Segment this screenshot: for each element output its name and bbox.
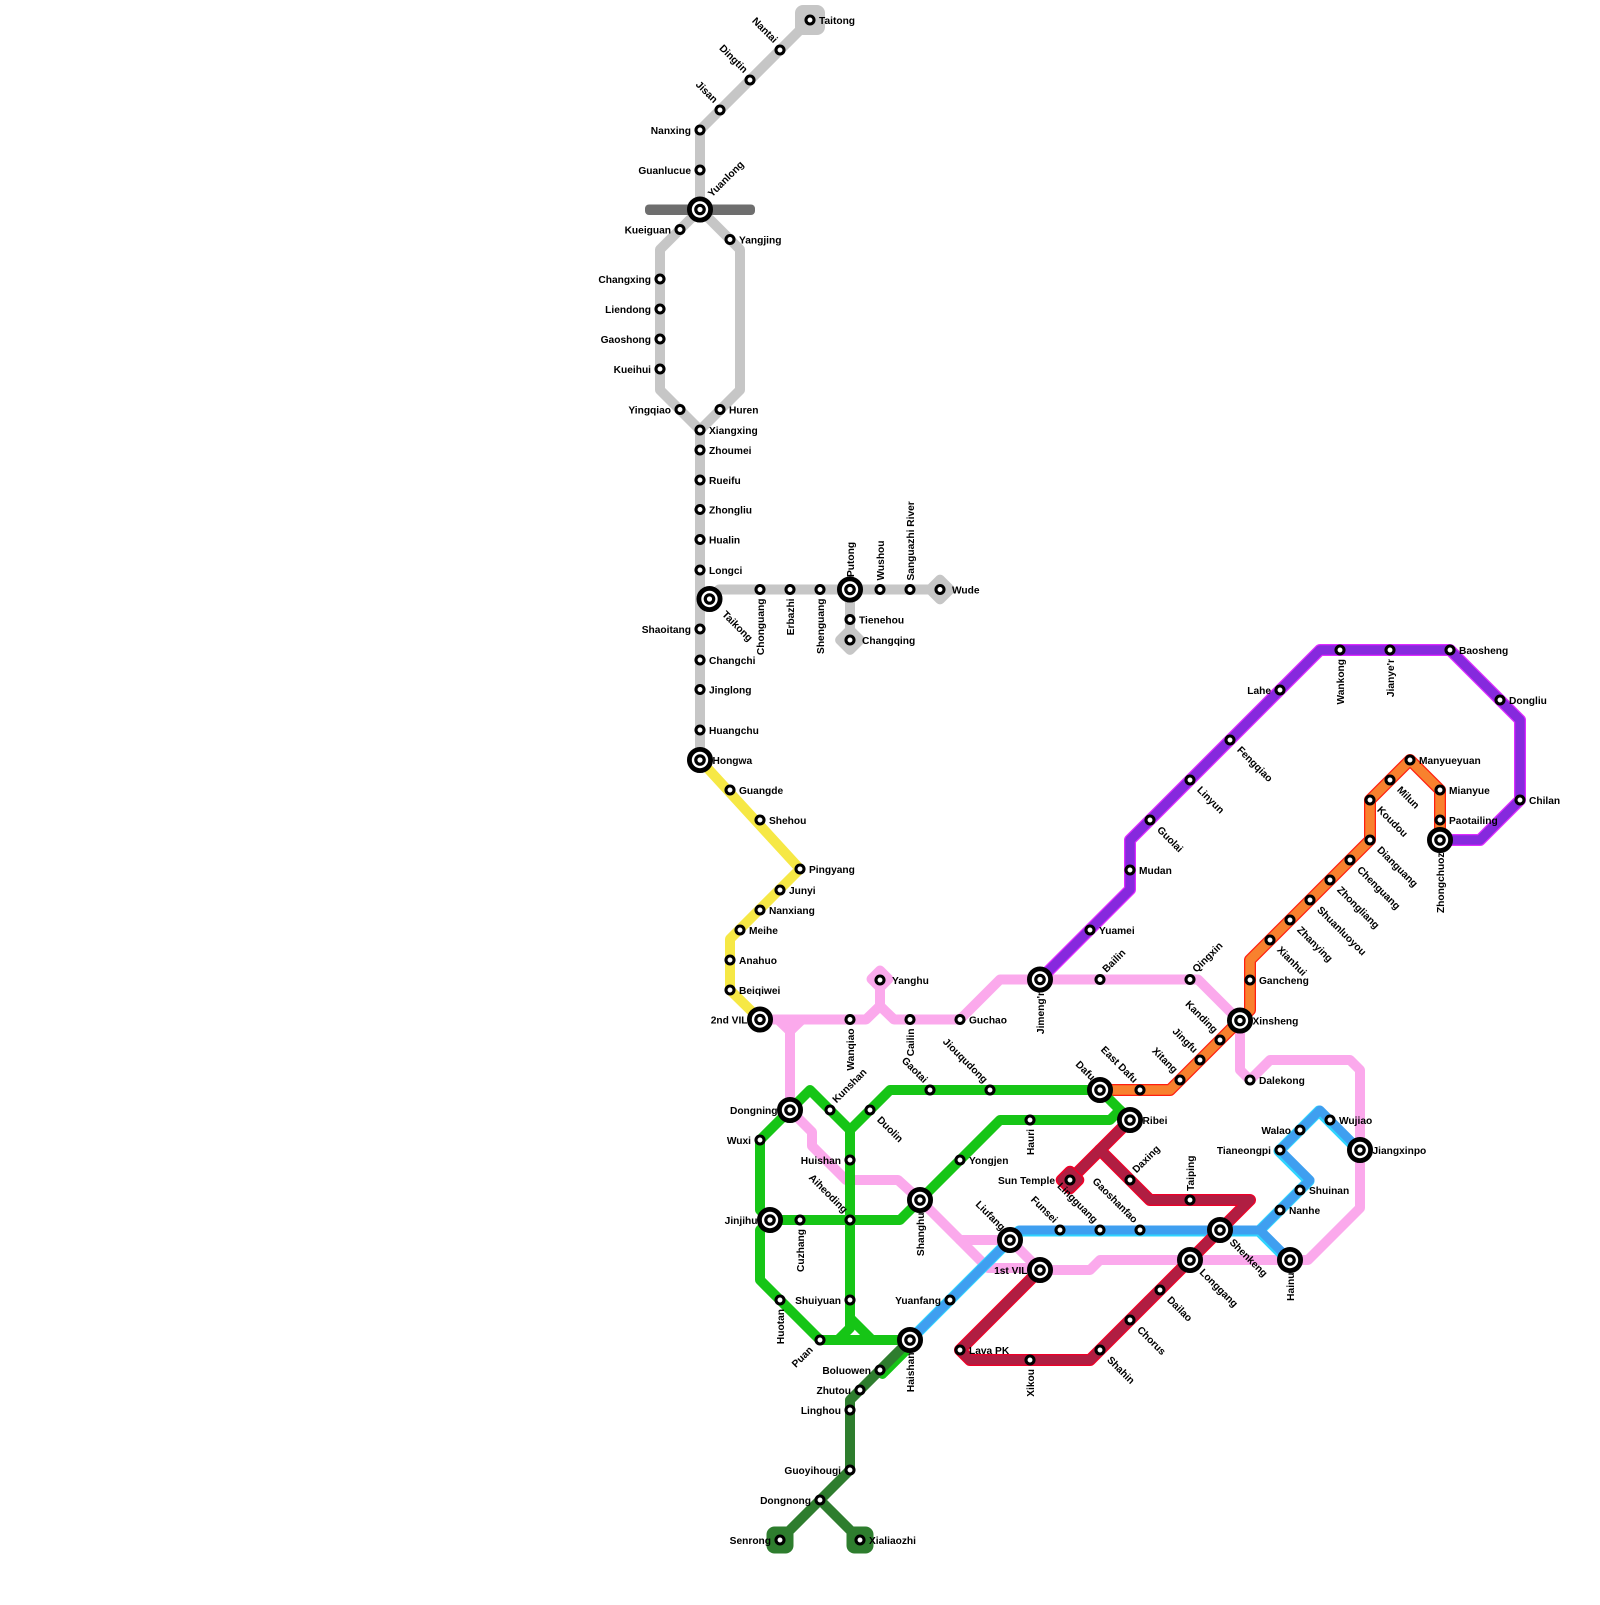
- svg-text:Junyi: Junyi: [789, 886, 816, 897]
- svg-text:Nanxiang: Nanxiang: [769, 906, 815, 917]
- svg-text:Mudan: Mudan: [1139, 866, 1172, 877]
- svg-text:Meihe: Meihe: [749, 926, 778, 937]
- svg-text:Xiangxing: Xiangxing: [709, 426, 758, 437]
- svg-text:Changqing: Changqing: [862, 636, 915, 647]
- svg-text:Tienehou: Tienehou: [859, 616, 904, 627]
- svg-text:Linghou: Linghou: [801, 1406, 841, 1417]
- svg-text:Manyueyuan: Manyueyuan: [1419, 756, 1481, 767]
- svg-text:Zhongliu: Zhongliu: [709, 506, 752, 517]
- svg-text:Changxing: Changxing: [598, 275, 651, 286]
- svg-text:Yuanfang: Yuanfang: [895, 1296, 941, 1307]
- svg-text:Zhoumei: Zhoumei: [709, 446, 752, 457]
- svg-text:Yongjen: Yongjen: [969, 1156, 1008, 1167]
- svg-text:Guchao: Guchao: [969, 1016, 1007, 1027]
- svg-text:Huren: Huren: [729, 406, 758, 417]
- svg-text:Sanguazhi River: Sanguazhi River: [906, 501, 917, 580]
- svg-text:Mianyue: Mianyue: [1449, 786, 1490, 797]
- svg-text:Kueiguan: Kueiguan: [625, 226, 671, 237]
- svg-text:Senrong: Senrong: [730, 1536, 771, 1547]
- svg-text:Hainu: Hainu: [1286, 1273, 1297, 1301]
- svg-text:Dongliu: Dongliu: [1509, 696, 1547, 707]
- svg-text:Lahe: Lahe: [1247, 686, 1271, 697]
- svg-text:Jimeng'r: Jimeng'r: [1036, 992, 1047, 1034]
- svg-text:Tianeongpi: Tianeongpi: [1217, 1146, 1271, 1157]
- svg-text:Wankong: Wankong: [1336, 659, 1347, 704]
- svg-text:Shaoitang: Shaoitang: [642, 625, 691, 636]
- svg-text:Wujiao: Wujiao: [1339, 1116, 1372, 1127]
- svg-text:Putong: Putong: [846, 542, 857, 577]
- svg-text:Jiangxinpo: Jiangxinpo: [1373, 1146, 1427, 1157]
- svg-text:Sun Temple: Sun Temple: [998, 1176, 1055, 1187]
- svg-text:Ribei: Ribei: [1143, 1116, 1168, 1127]
- svg-text:Taitong: Taitong: [819, 16, 855, 27]
- svg-text:Gaoshong: Gaoshong: [601, 335, 651, 346]
- svg-text:Zhongchuoz: Zhongchuoz: [1436, 853, 1447, 914]
- svg-text:Gancheng: Gancheng: [1259, 976, 1309, 987]
- svg-text:Kueihui: Kueihui: [614, 365, 652, 376]
- svg-text:Shehou: Shehou: [769, 816, 806, 827]
- svg-text:Shanghu: Shanghu: [916, 1213, 927, 1257]
- svg-text:Nanhe: Nanhe: [1289, 1206, 1320, 1217]
- svg-text:Hongwa: Hongwa: [713, 756, 753, 767]
- svg-text:Yangjing: Yangjing: [739, 236, 781, 247]
- svg-text:Huotan: Huotan: [776, 1309, 787, 1344]
- svg-text:Jinjihu: Jinjihu: [725, 1216, 758, 1227]
- svg-text:2nd VIL: 2nd VIL: [711, 1016, 748, 1027]
- svg-text:Dalekong: Dalekong: [1259, 1076, 1305, 1087]
- svg-text:Wushou: Wushou: [876, 541, 887, 581]
- svg-text:Wanqiao: Wanqiao: [846, 1029, 857, 1071]
- svg-text:1st VIL: 1st VIL: [994, 1266, 1027, 1277]
- svg-text:Nanxing: Nanxing: [651, 126, 691, 137]
- svg-text:Wude: Wude: [952, 586, 980, 597]
- svg-text:Dongnong: Dongnong: [760, 1496, 811, 1507]
- svg-text:Taiping: Taiping: [1186, 1156, 1197, 1191]
- svg-text:Huishan: Huishan: [801, 1156, 841, 1167]
- svg-text:Hauri: Hauri: [1026, 1129, 1037, 1155]
- svg-text:Chilan: Chilan: [1529, 796, 1560, 807]
- svg-text:Xikou: Xikou: [1026, 1369, 1037, 1397]
- svg-text:Shuinan: Shuinan: [1309, 1186, 1349, 1197]
- svg-text:Huangchu: Huangchu: [709, 726, 759, 737]
- svg-text:Hualin: Hualin: [709, 536, 740, 547]
- svg-text:Yingqiao: Yingqiao: [628, 406, 671, 417]
- svg-text:Pingyang: Pingyang: [809, 865, 855, 876]
- svg-text:Dongning: Dongning: [730, 1106, 778, 1117]
- svg-text:Rueifu: Rueifu: [709, 476, 741, 487]
- svg-text:Shenguang: Shenguang: [816, 599, 827, 654]
- svg-text:Liendong: Liendong: [605, 305, 651, 316]
- svg-text:Guangde: Guangde: [739, 786, 783, 797]
- svg-text:Longci: Longci: [709, 566, 743, 577]
- svg-text:Erbazhi: Erbazhi: [786, 598, 797, 635]
- svg-text:Walao: Walao: [1261, 1126, 1291, 1137]
- svg-text:Yuamei: Yuamei: [1099, 926, 1135, 937]
- svg-text:Haishan: Haishan: [906, 1353, 917, 1393]
- svg-text:Lava PK: Lava PK: [969, 1346, 1010, 1357]
- svg-text:Cailin: Cailin: [906, 1029, 917, 1057]
- svg-text:Baosheng: Baosheng: [1459, 646, 1508, 657]
- svg-text:Guanlucue: Guanlucue: [638, 166, 691, 177]
- svg-text:Xialiaozhi: Xialiaozhi: [869, 1536, 916, 1547]
- svg-text:Guoyihougi: Guoyihougi: [784, 1466, 841, 1477]
- svg-text:Shuiyuan: Shuiyuan: [795, 1296, 841, 1307]
- svg-text:Paotailing: Paotailing: [1449, 816, 1498, 827]
- svg-text:Cuzhang: Cuzhang: [796, 1229, 807, 1272]
- svg-text:Xinsheng: Xinsheng: [1253, 1017, 1299, 1028]
- svg-text:Yanghu: Yanghu: [892, 976, 929, 987]
- svg-text:Wuxi: Wuxi: [727, 1136, 751, 1147]
- svg-text:Boluowen: Boluowen: [822, 1366, 871, 1377]
- svg-text:Jinglong: Jinglong: [709, 686, 751, 697]
- svg-text:Changchi: Changchi: [709, 656, 756, 667]
- svg-text:Chonguang: Chonguang: [756, 599, 767, 656]
- svg-text:Anahuo: Anahuo: [739, 956, 777, 967]
- svg-text:Beiqiwei: Beiqiwei: [739, 986, 780, 997]
- svg-text:Zhutou: Zhutou: [816, 1386, 851, 1397]
- svg-text:Jianye'r: Jianye'r: [1386, 659, 1397, 697]
